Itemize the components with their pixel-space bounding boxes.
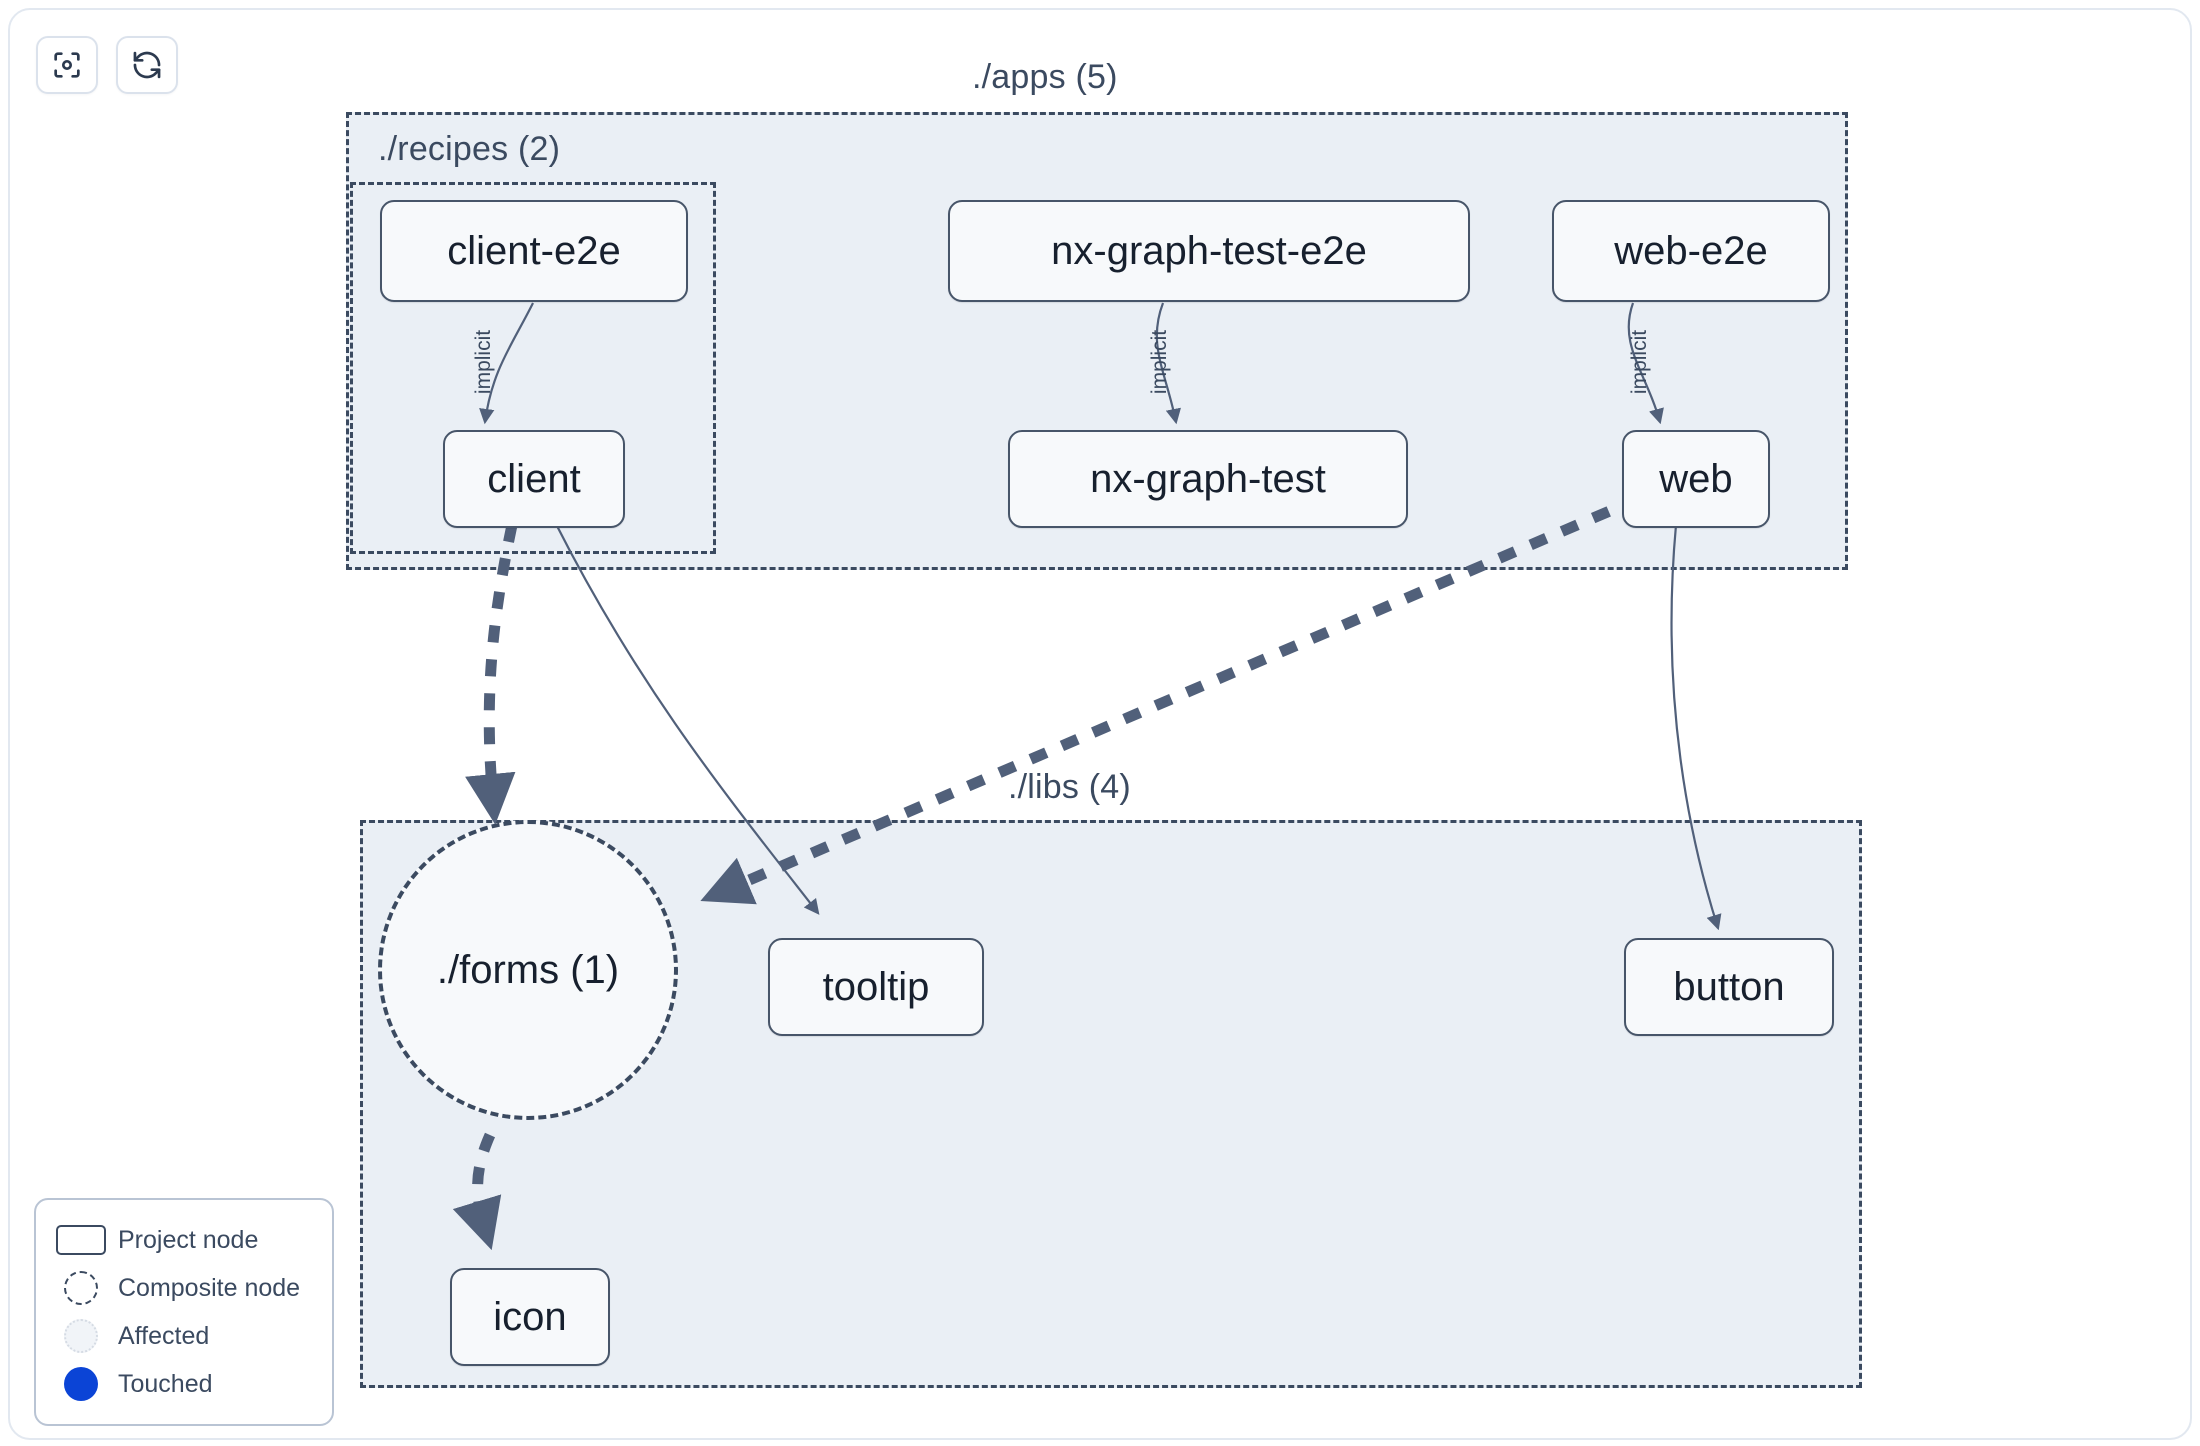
group-recipes-label: ./recipes (2) [378,130,561,168]
node-web[interactable]: web [1622,430,1770,528]
legend-label: Composite node [118,1273,301,1302]
group-libs-label: ./libs (4) [1008,768,1131,806]
node-client-e2e[interactable]: client-e2e [380,200,688,302]
node-tooltip[interactable]: tooltip [768,938,984,1036]
node-nx-graph-test-e2e[interactable]: nx-graph-test-e2e [948,200,1470,302]
node-button[interactable]: button [1624,938,1834,1036]
node-client[interactable]: client [443,430,625,528]
project-node-rect-icon [56,1225,118,1255]
node-web-e2e[interactable]: web-e2e [1552,200,1830,302]
composite-node-dashed-circle-icon [56,1271,118,1305]
graph-legend: Project node Composite node Affected Tou… [34,1198,334,1426]
focus-graph-button[interactable] [36,36,98,94]
legend-label: Affected [118,1321,210,1350]
legend-label: Project node [118,1225,259,1254]
graph-toolbar [36,36,178,94]
legend-item-affected: Affected [56,1312,314,1360]
refresh-graph-button[interactable] [116,36,178,94]
group-apps-label: ./apps (5) [972,58,1118,96]
legend-item-project-node: Project node [56,1216,314,1264]
legend-item-composite-node: Composite node [56,1264,314,1312]
affected-circle-icon [56,1319,118,1353]
refresh-icon [130,48,164,82]
node-forms-composite[interactable]: ./forms (1) [378,820,678,1120]
touched-circle-icon [56,1367,118,1401]
focus-target-icon [50,48,84,82]
node-nx-graph-test[interactable]: nx-graph-test [1008,430,1408,528]
node-icon[interactable]: icon [450,1268,610,1366]
group-libs[interactable] [360,820,1862,1388]
legend-label: Touched [118,1369,213,1398]
legend-item-touched: Touched [56,1360,314,1408]
